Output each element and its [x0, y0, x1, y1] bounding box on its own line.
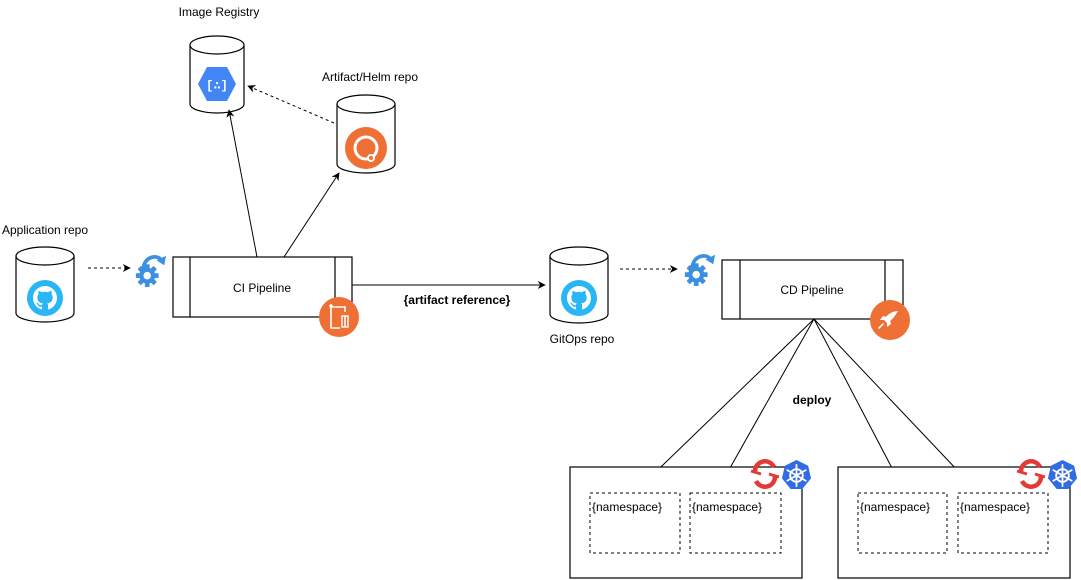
namespace-box[interactable]: {namespace}	[589, 492, 681, 554]
cluster-2[interactable]: {namespace} {namespace}	[837, 459, 1078, 579]
deploy-label: deploy	[793, 393, 832, 407]
container-registry-icon: [∴]	[198, 67, 236, 101]
github-icon	[561, 280, 597, 316]
cluster-1[interactable]: {namespace} {namespace}	[569, 459, 812, 579]
cd-pipeline-label: CD Pipeline	[780, 283, 844, 297]
namespace-label: {namespace}	[592, 500, 662, 514]
github-icon	[27, 280, 63, 316]
namespace-label: {namespace}	[860, 500, 930, 514]
ci-pipeline-label: CI Pipeline	[233, 281, 291, 295]
gear-trigger-icon	[134, 253, 168, 288]
gitops-repo-label: GitOps repo	[550, 332, 615, 346]
artifact-reference-label: {artifact reference}	[404, 293, 511, 307]
deploy-edges	[635, 318, 978, 492]
rocket-icon	[870, 300, 910, 340]
namespace-box[interactable]: {namespace}	[857, 492, 948, 554]
artifact-repo-icon	[345, 127, 387, 169]
edge-artifact-to-registry	[247, 85, 335, 124]
image-registry-label: Image Registry	[179, 5, 260, 19]
pipeline-flow-icon	[319, 297, 359, 337]
namespace-box[interactable]: {namespace}	[689, 492, 782, 554]
namespace-label: {namespace}	[692, 500, 762, 514]
svg-text:[∴]: [∴]	[206, 79, 228, 93]
edge-ci-to-registry	[226, 109, 258, 258]
namespace-box[interactable]: {namespace}	[957, 492, 1049, 554]
image-registry[interactable]: [∴]	[189, 35, 245, 114]
application-repo-label: Application repo	[2, 223, 88, 237]
namespace-label: {namespace}	[960, 500, 1030, 514]
artifact-repo-label: Artifact/Helm repo	[322, 70, 418, 84]
gitops-repo[interactable]	[549, 246, 609, 324]
gear-trigger-icon	[683, 252, 717, 287]
application-repo[interactable]	[15, 246, 75, 323]
artifact-repo[interactable]	[336, 94, 396, 174]
edge-ci-to-artifact	[283, 172, 340, 258]
